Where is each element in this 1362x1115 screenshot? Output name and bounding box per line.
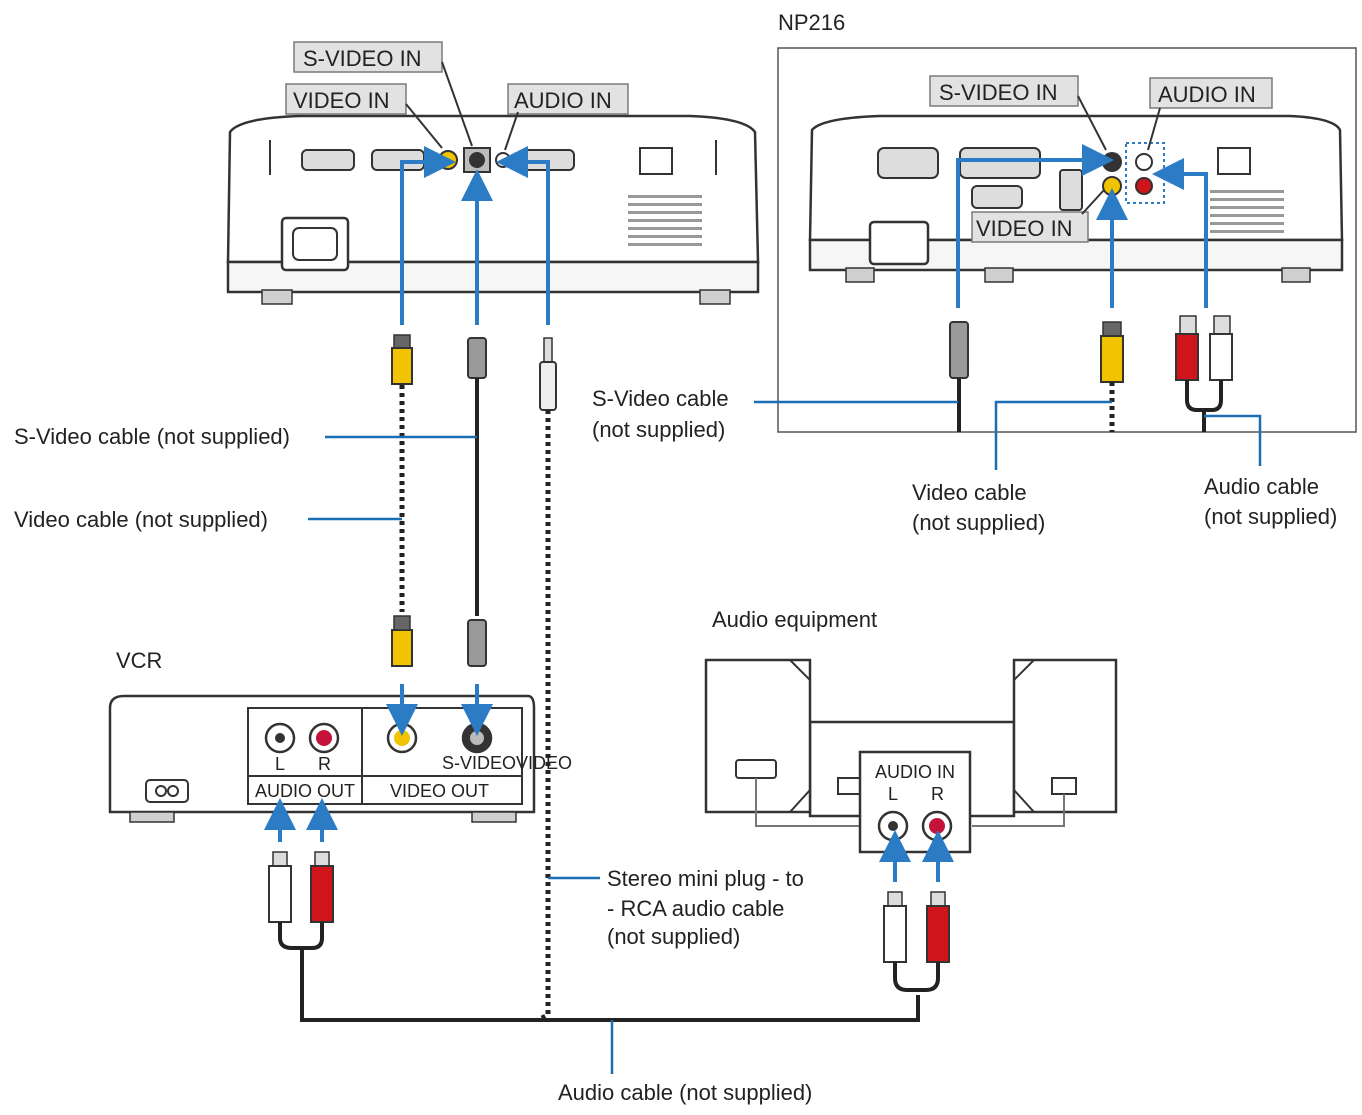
label-vcr-svideo: S-VIDEO [442, 753, 516, 773]
arrow-video-main [400, 146, 456, 325]
label-audio-eq-r: R [931, 784, 944, 804]
label-vcr-audio-out: AUDIO OUT [255, 781, 355, 801]
label-stereo-2: - RCA audio cable [607, 896, 784, 921]
label-svideo-in-main: S-VIDEO IN [303, 46, 422, 71]
label-audio-eq-l: L [888, 784, 898, 804]
arrow-audio-np216 [1152, 158, 1208, 308]
video-cable-main [391, 334, 413, 667]
projector-main [226, 114, 760, 305]
label-svideo-cable-np216-2: (not supplied) [592, 417, 725, 442]
label-audio-eq-audio-in: AUDIO IN [875, 762, 955, 782]
label-vcr: VCR [116, 648, 162, 673]
label-video-cable-np216-2: (not supplied) [912, 510, 1045, 535]
label-audio-equipment: Audio equipment [712, 607, 877, 632]
vcr-audio-cable [268, 851, 920, 1022]
label-video-cable-np216-1: Video cable [912, 480, 1027, 505]
np216-cables [949, 315, 1233, 432]
label-vcr-r: R [318, 754, 331, 774]
label-svideo-cable-left: S-Video cable (not supplied) [14, 424, 290, 449]
label-video-in-np216: VIDEO IN [976, 216, 1073, 241]
audio-equipment-device [704, 658, 1118, 854]
label-vcr-l: L [275, 754, 285, 774]
label-stereo-3: (not supplied) [607, 924, 740, 949]
audio-eq-cable [883, 891, 950, 992]
label-svideo-in-np216: S-VIDEO IN [939, 80, 1058, 105]
label-video-cable-left: Video cable (not supplied) [14, 507, 268, 532]
arrow-audio-main [496, 146, 550, 325]
stereo-mini-cable [536, 337, 557, 1023]
label-svideo-cable-np216-1: S-Video cable [592, 386, 729, 411]
arrow-svideo-np216 [956, 144, 1114, 308]
label-audio-in-np216: AUDIO IN [1158, 82, 1256, 107]
label-vcr-video-out: VIDEO OUT [390, 781, 489, 801]
label-video-in-main: VIDEO IN [293, 88, 390, 113]
label-audio-cable-bottom: Audio cable (not supplied) [558, 1080, 812, 1105]
svideo-cable-main [467, 337, 487, 667]
label-vcr-video: VIDEO [516, 753, 572, 773]
projector-np216 [808, 114, 1344, 283]
label-audio-cable-np216-2: (not supplied) [1204, 504, 1337, 529]
label-stereo-1: Stereo mini plug - to [607, 866, 804, 891]
label-audio-cable-np216-1: Audio cable [1204, 474, 1319, 499]
label-np216: NP216 [778, 10, 845, 35]
label-audio-in-main: AUDIO IN [514, 88, 612, 113]
